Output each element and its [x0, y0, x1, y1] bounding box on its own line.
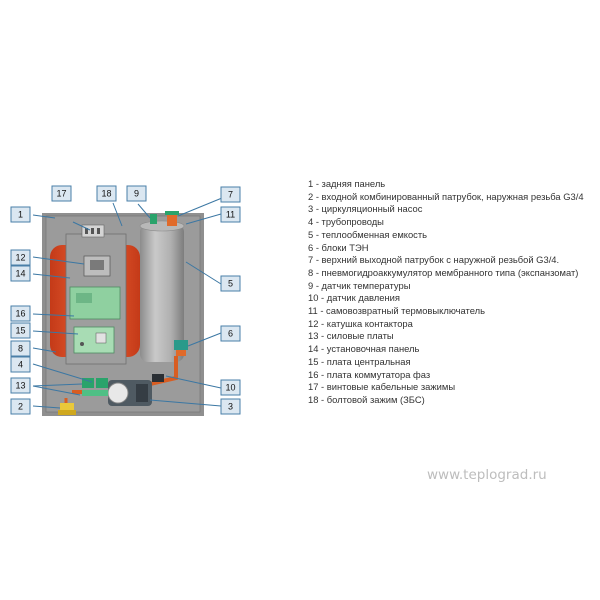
- legend-item-6: 6 - блоки ТЭН: [308, 241, 369, 253]
- svg-text:3: 3: [228, 402, 233, 412]
- callout-6: 6: [220, 325, 241, 342]
- svg-text:5: 5: [228, 279, 233, 289]
- svg-text:16: 16: [15, 309, 25, 319]
- legend-item-9: 9 - датчик температуры: [308, 279, 411, 291]
- svg-text:4: 4: [18, 360, 23, 370]
- svg-text:14: 14: [15, 269, 25, 279]
- legend-item-7: 7 - верхний выходной патрубок с наружной…: [308, 254, 560, 266]
- inlet-pipe: [58, 403, 76, 415]
- circulation-pump: [107, 380, 152, 406]
- legend-item-3: 3 - циркуляционный насос: [308, 203, 423, 215]
- callout-13: 13: [10, 377, 31, 394]
- svg-text:2: 2: [18, 402, 23, 412]
- callout-12: 12: [10, 249, 31, 266]
- legend-item-1: 1 - задняя панель: [308, 178, 386, 189]
- callout-9: 9: [126, 185, 147, 202]
- legend-item-4: 4 - трубопроводы: [308, 216, 384, 228]
- callout-5: 5: [220, 275, 241, 292]
- callout-4: 4: [10, 356, 31, 373]
- callout-7: 7: [220, 186, 241, 203]
- pressure-sensor: [152, 374, 164, 382]
- legend-item-8: 8 - пневмогидроаккумулятор мембранного т…: [308, 266, 579, 278]
- svg-text:15: 15: [15, 326, 25, 336]
- callout-3: 3: [220, 398, 241, 415]
- callout-18: 18: [96, 185, 117, 202]
- svg-text:10: 10: [225, 383, 235, 393]
- leader-lines: [32, 197, 223, 409]
- legend-item-18: 18 - болтовой зажим (ЗБС): [308, 393, 425, 405]
- legend-item-14: 14 - установочная панель: [308, 343, 420, 355]
- svg-text:1: 1: [18, 210, 23, 220]
- parts-legend: 1 - задняя панель 2 - входной комбиниров…: [308, 178, 598, 407]
- svg-text:6: 6: [228, 329, 233, 339]
- legend-item-10: 10 - датчик давления: [308, 292, 400, 304]
- svg-text:17: 17: [56, 189, 66, 199]
- legend-item-16: 16 - плата коммутатора фаз: [308, 368, 431, 380]
- svg-text:18: 18: [101, 189, 111, 199]
- legend-item-15: 15 - плата центральная: [308, 355, 411, 367]
- callout-16: 16: [10, 305, 31, 322]
- callout-15: 15: [10, 322, 31, 339]
- legend-item-17: 17 - винтовые кабельные зажимы: [308, 381, 456, 393]
- callout-8: 8: [10, 340, 31, 357]
- legend-item-13: 13 - силовые платы: [308, 330, 394, 342]
- callout-1: 1: [10, 206, 31, 223]
- svg-text:9: 9: [134, 189, 139, 199]
- legend-item-5: 5 - теплообменная емкость: [308, 228, 428, 240]
- callout-17: 17: [51, 185, 72, 202]
- svg-text:11: 11: [226, 210, 235, 220]
- heating-element-blocks: [174, 340, 188, 356]
- svg-text:7: 7: [228, 190, 233, 200]
- svg-text:12: 12: [15, 253, 25, 263]
- phase-switch-board: [69, 286, 121, 320]
- temperature-sensor: [150, 214, 157, 224]
- power-boards: [82, 378, 108, 396]
- contactor-coil: [83, 255, 111, 277]
- legend-item-12: 12 - катушка контактора: [308, 317, 413, 329]
- central-board: [73, 326, 115, 354]
- terminal-blocks: [81, 224, 105, 238]
- legend-item-2: 2 - входной комбинированный патрубок, на…: [308, 190, 584, 202]
- legend-item-11: 11 - самовозвратный термовыключатель: [308, 305, 485, 317]
- svg-text:8: 8: [18, 344, 23, 354]
- top-outlet-pipe: [165, 211, 179, 226]
- callout-10: 10: [220, 379, 241, 396]
- callout-14: 14: [10, 265, 31, 282]
- svg-text:13: 13: [15, 381, 25, 391]
- watermark: www.teplograd.ru: [427, 467, 547, 483]
- callout-2: 2: [10, 398, 31, 415]
- callout-11: 11: [220, 206, 241, 223]
